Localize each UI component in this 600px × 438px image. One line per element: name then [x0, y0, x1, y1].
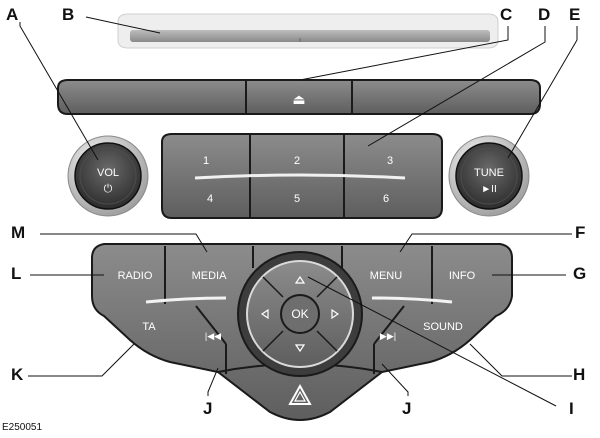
preset-4-button[interactable]: 4	[207, 193, 213, 205]
cd-slot	[117, 13, 499, 49]
nav-down-icon[interactable]	[294, 344, 306, 353]
preset-5-button[interactable]: 5	[294, 193, 300, 205]
callout-F: F	[575, 223, 586, 242]
media-button[interactable]: MEDIA	[192, 270, 228, 282]
preset-block: 1 2 3 4 5 6	[161, 133, 443, 219]
callout-D: D	[538, 5, 551, 24]
figure-id: E250051	[2, 422, 43, 433]
ok-button[interactable]	[280, 294, 320, 334]
nav-ring[interactable]: OK	[237, 251, 363, 377]
preset-6-button[interactable]: 6	[383, 193, 389, 205]
menu-button[interactable]: MENU	[370, 270, 402, 282]
nav-up-icon[interactable]	[294, 275, 306, 284]
power-icon: ⏻	[104, 183, 113, 195]
seek-forward-icon[interactable]: ▶▶|	[380, 331, 396, 341]
leader-lines	[19, 16, 578, 407]
callout-J-right: J	[402, 399, 412, 418]
ta-button[interactable]: TA	[142, 321, 156, 333]
radio-button[interactable]: RADIO	[118, 270, 153, 282]
nav-right-icon[interactable]	[331, 308, 340, 320]
callout-H: H	[573, 365, 586, 384]
preset-3-button[interactable]: 3	[387, 155, 393, 167]
tune-label: TUNE	[474, 167, 504, 179]
sound-button[interactable]: SOUND	[423, 321, 463, 333]
eject-bar[interactable]: ⏏	[57, 79, 541, 115]
eject-icon: ⏏	[292, 91, 305, 107]
callout-J-left: J	[203, 399, 213, 418]
ok-label: OK	[291, 307, 308, 321]
hazard-button[interactable]	[288, 383, 312, 405]
callout-E: E	[569, 5, 581, 24]
play-pause-icon: ►II	[481, 184, 496, 195]
tune-knob[interactable]: TUNE ►II	[448, 135, 530, 217]
preset-1-button[interactable]: 1	[203, 155, 209, 167]
callout-B: B	[62, 5, 75, 24]
callout-G: G	[573, 264, 587, 283]
callout-I: I	[569, 399, 574, 418]
info-button[interactable]: INFO	[449, 270, 476, 282]
seek-back-icon[interactable]: |◀◀	[205, 331, 221, 341]
callout-L: L	[11, 264, 22, 283]
volume-knob[interactable]: VOL ⏻	[67, 135, 149, 217]
nav-left-icon[interactable]	[260, 308, 269, 320]
volume-label: VOL	[97, 167, 119, 179]
preset-2-button[interactable]: 2	[294, 155, 300, 167]
callout-M: M	[11, 223, 26, 242]
callout-A: A	[6, 5, 19, 24]
callout-K: K	[11, 365, 24, 384]
callout-C: C	[500, 5, 513, 24]
